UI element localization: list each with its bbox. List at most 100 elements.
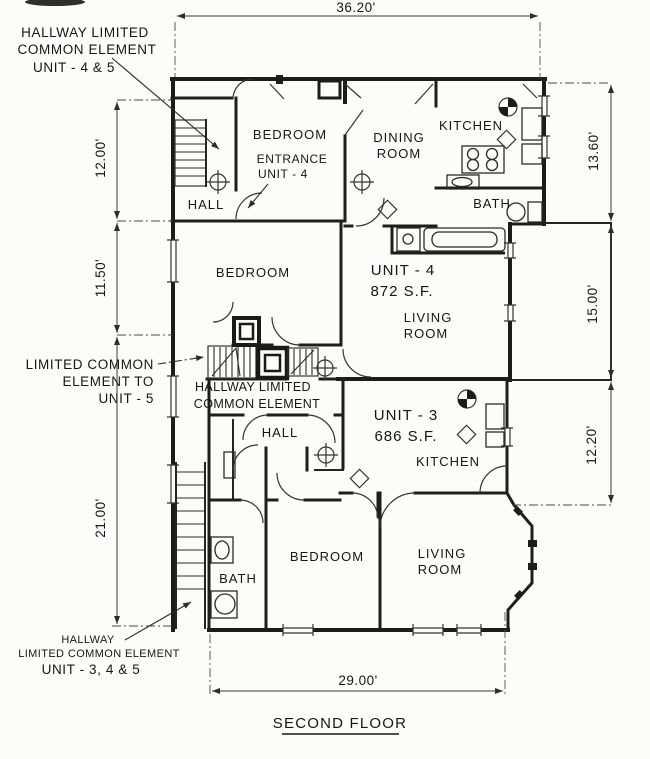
dim-right-lower: 12.20'	[584, 425, 599, 464]
unit4-bedroom-middle-label: BEDROOM	[216, 265, 290, 280]
sink	[210, 536, 234, 564]
sink	[446, 174, 480, 190]
window	[282, 624, 314, 636]
unit3-living-label-2: ROOM	[418, 562, 462, 577]
unit4-bedroom-upper-label: BEDROOM	[253, 127, 327, 142]
dimension-top: 36.20'	[174, 0, 541, 79]
hallway-lce-center-label-2: COMMON ELEMENT	[194, 397, 320, 411]
window	[538, 135, 550, 159]
window	[167, 239, 179, 283]
unit3-hall-label: HALL	[262, 425, 299, 440]
fan-icon	[498, 97, 518, 117]
refrigerator	[485, 403, 505, 430]
refrigerator	[521, 107, 543, 141]
unit3-area-label: 686 S.F.	[374, 428, 437, 445]
annotation-hallway-lce-345: HALLWAY LIMITED COMMON ELEMENT UNIT - 3,…	[18, 601, 192, 677]
window	[412, 624, 444, 636]
scan-smudge	[25, 0, 85, 6]
dimension-bottom: 29.00'	[209, 612, 506, 696]
unit3-living-label-1: LIVING	[418, 546, 467, 561]
unit3-bath-label: BATH	[219, 571, 257, 586]
window-tick	[276, 75, 283, 84]
bay-window-tick	[513, 506, 523, 516]
windows	[167, 75, 550, 636]
unit4-living-label-2: ROOM	[404, 326, 448, 341]
diamond-icon	[456, 424, 477, 445]
unit4-area-label: 872 S.F.	[370, 283, 433, 300]
dimension-right: 13.60' 15.00' 12.20'	[512, 82, 614, 506]
unit4-entrance-label-2: UNIT - 4	[258, 167, 308, 181]
shower	[396, 227, 421, 252]
fixtures	[210, 107, 543, 619]
dimensions: 36.20' 12.00' 11.50' 21.00' 13.60' 15.00…	[93, 0, 614, 696]
hallway-lce-center-label-1: HALLWAY LIMITED	[195, 380, 311, 394]
shaft-inner	[263, 353, 282, 373]
toilet	[210, 590, 238, 619]
room-labels: HALL BEDROOM ENTRANCE UNIT - 4 DINING RO…	[188, 118, 511, 586]
annotation-line: LIMITED COMMON	[26, 357, 154, 372]
circle-cross-icon	[206, 170, 230, 194]
chimney	[317, 79, 342, 100]
counter	[521, 143, 543, 165]
window	[501, 427, 513, 447]
dim-right-upper: 13.60'	[586, 131, 601, 170]
unit4-living-label-1: LIVING	[404, 310, 453, 325]
annotation-line: ELEMENT TO	[62, 374, 154, 389]
annotation-hallway-lce-45: HALLWAY LIMITED COMMON ELEMENT UNIT - 4 …	[18, 25, 220, 150]
bay-window-tick	[528, 563, 537, 570]
dim-left-lower: 21.00'	[93, 498, 108, 537]
bathtub	[423, 227, 506, 252]
annotation-lce-unit5: LIMITED COMMON ELEMENT TO UNIT - 5	[26, 355, 205, 406]
annotation-line: LIMITED COMMON ELEMENT	[18, 648, 180, 660]
window	[504, 304, 516, 322]
unit4-dining-label-2: ROOM	[377, 146, 421, 161]
window	[456, 624, 482, 636]
diamond-icon	[496, 129, 517, 150]
unit3-kitchen-label: KITCHEN	[416, 454, 480, 469]
dim-top-label: 36.20'	[336, 0, 375, 15]
stairs-hallway-lce	[207, 316, 319, 381]
unit4-hall-label: HALL	[188, 197, 225, 212]
window	[167, 464, 179, 504]
unit4-kitchen-label: KITCHEN	[439, 118, 503, 133]
unit4-bath-label: BATH	[473, 196, 511, 211]
stairs-unit345-hall	[175, 462, 206, 629]
annotation-line: HALLWAY LIMITED	[21, 25, 149, 40]
dim-right-middle: 15.00'	[585, 284, 600, 323]
unit3-bedroom-label: BEDROOM	[290, 549, 364, 564]
annotation-line: HALLWAY	[61, 634, 115, 646]
entrance-leader	[247, 183, 269, 209]
circle-cross-icon	[313, 356, 337, 380]
drawing-title: SECOND FLOOR	[273, 715, 407, 735]
dimension-left: 12.00' 11.50' 21.00'	[93, 99, 172, 627]
annotation-line: UNIT - 3, 4 & 5	[42, 662, 141, 677]
annotation-line: COMMON ELEMENT	[18, 42, 157, 57]
bay-window-tick	[528, 540, 537, 547]
diamond-icon	[349, 468, 370, 489]
ceiling-symbols	[206, 97, 518, 489]
dim-left-middle: 11.50'	[93, 259, 108, 297]
circle-cross-icon	[350, 170, 374, 194]
shaft-inner	[238, 322, 255, 341]
page-title: SECOND FLOOR	[273, 715, 407, 732]
window	[538, 95, 550, 117]
circle-cross-icon	[314, 443, 338, 467]
unit4-entrance-label-1: ENTRANCE	[257, 152, 328, 166]
fan-icon	[457, 389, 477, 409]
unit4-walls	[170, 77, 546, 381]
door-arcs	[212, 78, 508, 529]
stove	[461, 145, 505, 174]
annotation-line: UNIT - 4 & 5	[33, 60, 115, 75]
dim-bottom-label: 29.00'	[338, 673, 377, 688]
shaft	[232, 316, 261, 347]
unit3-name-label: UNIT - 3	[374, 407, 438, 424]
counter	[485, 431, 505, 448]
dim-left-upper: 12.00'	[93, 138, 108, 177]
unit4-dining-label-1: DINING	[373, 130, 425, 145]
bay-window-tick	[514, 590, 524, 600]
window	[504, 242, 516, 259]
annotations: HALLWAY LIMITED COMMON ELEMENT UNIT - 4 …	[18, 25, 269, 677]
diamond-icon	[377, 199, 398, 220]
